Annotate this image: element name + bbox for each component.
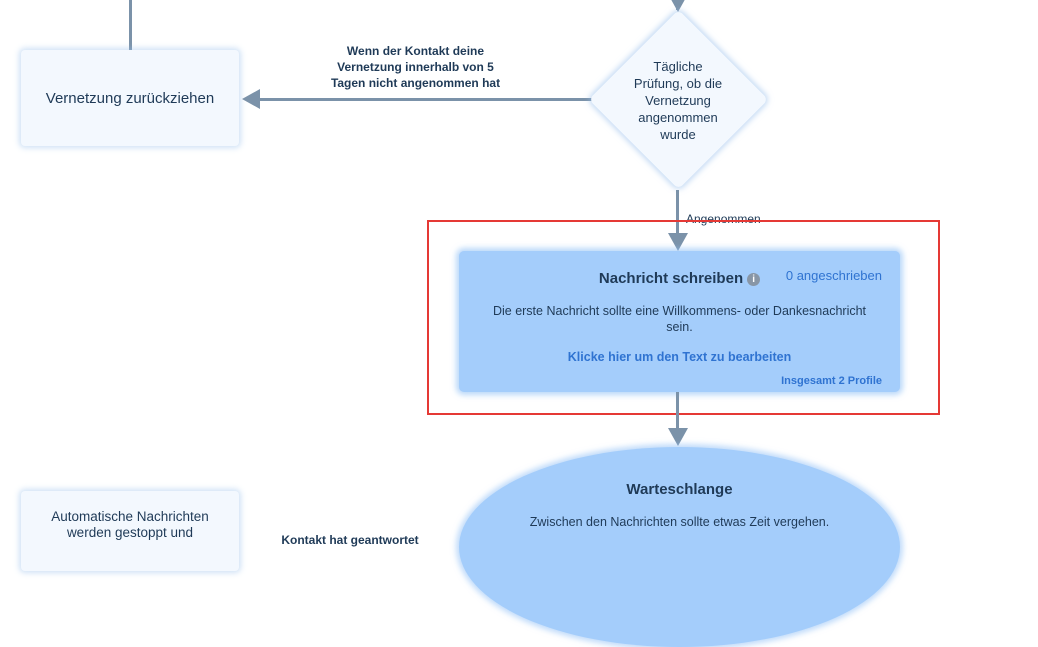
queue-description: Zwischen den Nachrichten sollte etwas Ze… [529, 515, 830, 529]
queue-title: Warteschlange [626, 481, 733, 498]
condition-label: Wenn der Kontakt deine Vernetzung innerh… [330, 44, 501, 90]
arrow-down-icon [668, 0, 688, 12]
accepted-label: Angenommen [686, 212, 761, 226]
info-icon[interactable]: i [747, 273, 761, 286]
daily-check-decision-label: Tägliche Prüfung, ob die Vernetzung ange… [633, 59, 723, 142]
highlight-frame [427, 220, 940, 415]
connector-diamond-to-card [676, 190, 679, 235]
arrow-down-icon [668, 233, 688, 251]
connector-card-to-queue [676, 392, 679, 430]
connector-top-left [129, 0, 132, 50]
connector-diamond-to-withdraw [258, 98, 592, 101]
contacted-count[interactable]: 0 angeschrieben [785, 268, 882, 283]
messages-stopped-label: Automatische Nachrichten werden gestoppt… [51, 509, 209, 540]
arrow-down-icon [668, 428, 688, 446]
replied-label: Kontakt hat geantwortet [281, 533, 419, 547]
edit-text-link[interactable]: Klicke hier um den Text zu bearbeiten [567, 350, 792, 364]
queue-node[interactable]: Warteschlange Zwischen den Nachrichten s… [459, 447, 900, 647]
total-profiles: Insgesamt 2 Profile [781, 375, 882, 387]
withdraw-connection-label: Vernetzung zurückziehen [45, 89, 215, 107]
withdraw-connection-node[interactable]: Vernetzung zurückziehen [21, 50, 239, 146]
workflow-canvas: Vernetzung zurückziehen Wenn der Kontakt… [21, 0, 940, 647]
arrow-left-icon [242, 89, 260, 109]
messages-stopped-node[interactable]: Automatische Nachrichten werden gestoppt… [21, 491, 239, 571]
card-description: Die erste Nachricht sollte eine Willkomm… [492, 304, 867, 334]
